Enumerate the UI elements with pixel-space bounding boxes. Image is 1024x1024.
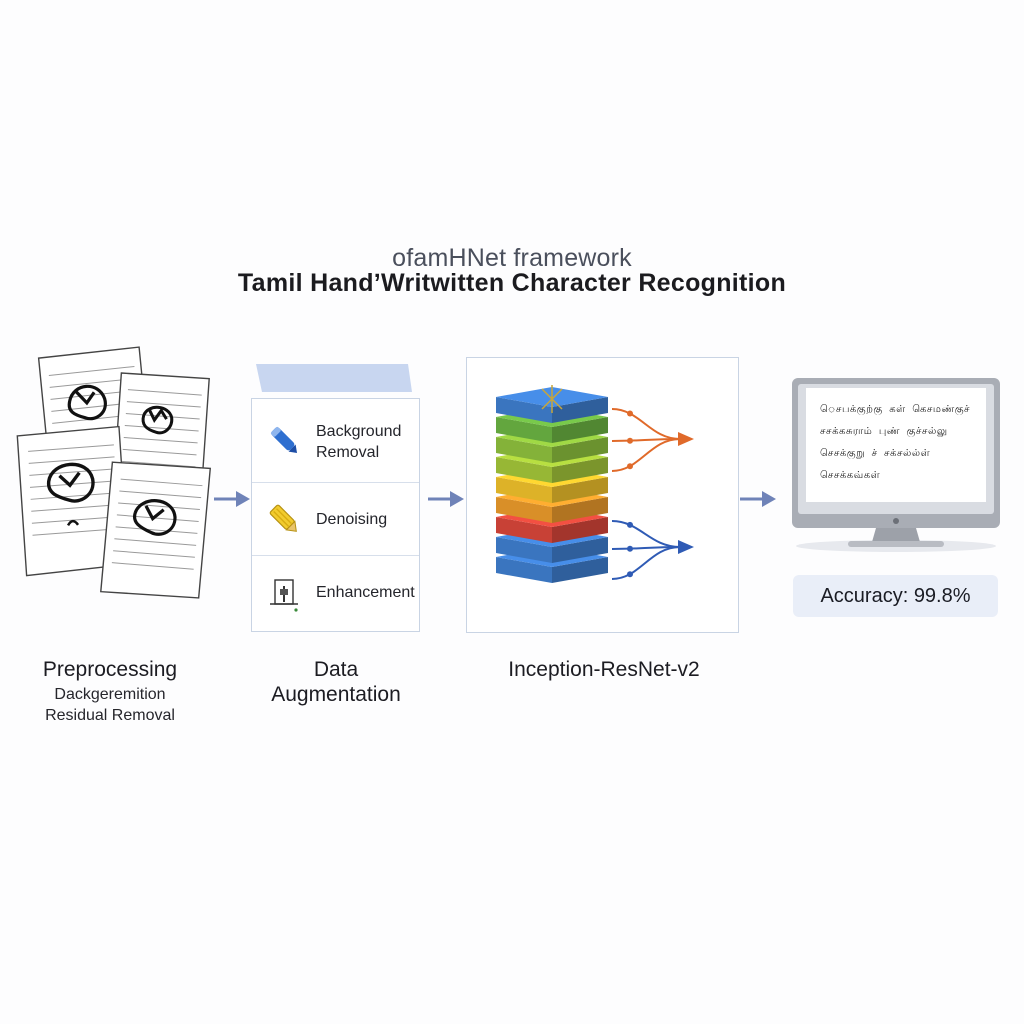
augmentation-step-label: Background	[316, 423, 402, 440]
augmentation-step-label: Enhancement	[316, 584, 415, 601]
flow-arrow	[428, 491, 464, 507]
preprocessing-label: Preprocessing	[42, 658, 178, 681]
layer-connector	[611, 520, 694, 580]
document-sheet	[113, 372, 210, 490]
document-sheet	[100, 461, 212, 599]
handwritten-documents-illustration	[16, 346, 212, 599]
screen-text-line: ெசபக்குற்கு கள் கெசமண்குச்	[820, 404, 971, 415]
augmentation-step-label-2: Removal	[316, 444, 380, 461]
augmentation-header-tab	[256, 364, 412, 392]
augmentation-step-background-removal: Background Removal	[252, 399, 419, 483]
document-sheet	[16, 425, 129, 577]
flow-arrow	[740, 491, 776, 507]
screen-text-line: சசக்கசுராம் புண் குச்சல்லு	[820, 426, 948, 437]
screen-text-line: செசக்குறு ச் சக்சல்ல்ள்	[820, 448, 931, 459]
diagram-title: Tamil HandʼWritwitten Character Recognit…	[237, 269, 787, 297]
augmentation-panel: Background Removal Denoising Enhancement	[251, 398, 420, 632]
augmentation-step-denoising: Denoising	[252, 483, 419, 556]
layer-stack-illustration	[496, 385, 694, 583]
marker-icon	[270, 426, 298, 454]
network-top-mark	[541, 385, 563, 413]
screen-text-line: செசக்கவ்கள்	[820, 470, 881, 481]
augmentation-label-2: Augmentation	[271, 683, 401, 706]
diagram-subtitle: ofamHNet framework	[392, 244, 632, 272]
preprocessing-sub-1: Dackgeremition	[54, 686, 166, 703]
accuracy-badge: Accuracy: 99.8%	[793, 575, 998, 617]
layer-connector	[611, 408, 694, 472]
network-label: Inception-ResNet-v2	[508, 658, 700, 681]
flow-arrow	[214, 491, 250, 507]
augmentation-label-1: Data	[313, 658, 359, 681]
augmentation-step-label: Denoising	[316, 511, 388, 528]
preprocessing-sub-2: Residual Removal	[45, 707, 175, 724]
augmentation-step-enhancement: Enhancement	[252, 556, 419, 631]
monitor-screen-text: ெசபக்குற்கு கள் கெசமண்குச் சசக்கசுராம் ப…	[800, 398, 990, 498]
balance-icon	[270, 579, 298, 612]
pencil-icon	[269, 504, 297, 532]
monitor-icon	[792, 378, 1000, 552]
